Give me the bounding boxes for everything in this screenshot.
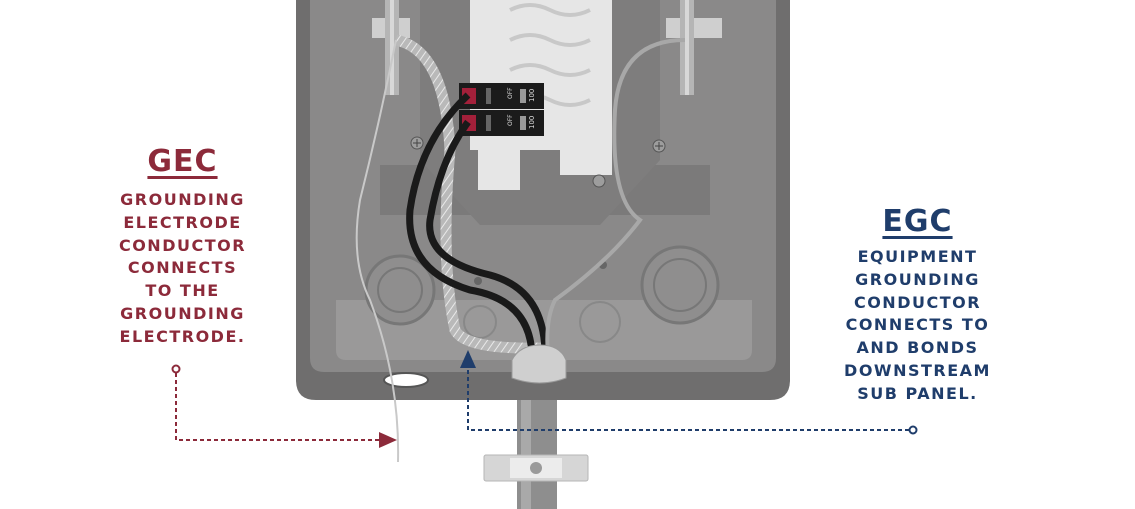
breaker-1-rating: 100 — [528, 89, 536, 102]
egc-line: SUB PANEL. — [857, 383, 978, 403]
breaker-1-state: OFF — [507, 87, 514, 99]
gec-title: GEC — [147, 144, 218, 179]
ground-bars — [372, 0, 722, 95]
breaker-1: OFF 100 — [459, 83, 544, 109]
breaker-2: OFF 100 — [459, 110, 544, 136]
knockouts — [364, 245, 720, 388]
egc-line: GROUNDING — [855, 269, 980, 289]
gec-line: CONDUCTOR — [118, 235, 247, 255]
egc-leader — [460, 350, 918, 435]
gec-callout: GEC GROUNDING ELECTRODE CONDUCTOR CONNEC… — [100, 144, 265, 349]
gec-line: ELECTRODE. — [119, 326, 246, 346]
gec-line: TO THE — [145, 281, 220, 301]
conduit — [483, 395, 589, 509]
egc-line: CONDUCTOR — [853, 292, 982, 312]
screws — [410, 136, 666, 285]
egc-callout: EGC EQUIPMENT GROUNDING CONDUCTOR CONNEC… — [810, 204, 1025, 406]
gec-line: GROUNDING — [120, 303, 245, 323]
gec-line: GROUNDING — [120, 190, 245, 209]
egc-line: DOWNSTREAM — [844, 360, 991, 380]
egc-line: AND BONDS — [856, 338, 979, 358]
egc-line: EQUIPMENT — [857, 247, 978, 266]
egc-line: CONNECTS TO — [845, 315, 990, 335]
gec-line: CONNECTS — [127, 258, 238, 278]
wires — [355, 34, 686, 463]
gec-leader — [171, 364, 397, 448]
egc-title: EGC — [882, 204, 953, 239]
gec-line: ELECTRODE — [123, 212, 242, 232]
breaker-2-state: OFF — [507, 114, 514, 126]
breaker-2-rating: 100 — [528, 116, 536, 129]
